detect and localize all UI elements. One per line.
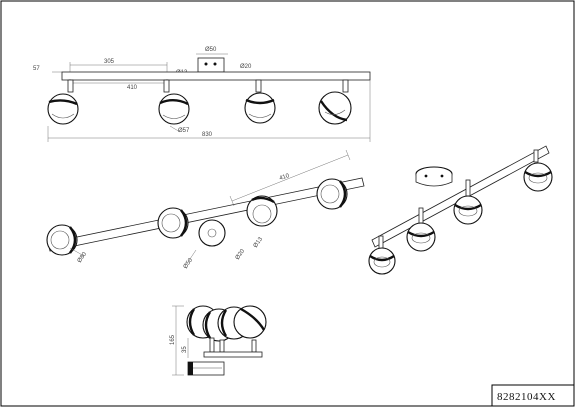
side-view: 165 35	[170, 305, 267, 376]
plan-globe	[246, 195, 278, 227]
front-dim-pitch: 410	[127, 85, 138, 91]
plan-dim-globe-dia: Ø80	[77, 251, 89, 264]
iso-arm	[371, 145, 550, 248]
side-globe	[233, 305, 267, 339]
side-mount-edge	[188, 362, 193, 375]
iso-stem	[533, 149, 539, 163]
iso-globe	[368, 247, 396, 275]
iso-globe	[453, 195, 483, 225]
plan-globe	[46, 224, 78, 256]
front-view: 305 57 Ø50 Ø13 Ø20 410	[33, 47, 371, 142]
side-dim-height: 165	[170, 334, 176, 345]
front-mount-screw	[213, 62, 217, 66]
front-stem	[255, 79, 262, 93]
front-globe	[244, 92, 276, 124]
front-stem	[342, 79, 349, 93]
side-stem	[219, 339, 225, 353]
plan-canopy-hub	[207, 228, 217, 238]
front-globe	[158, 93, 190, 125]
front-dim-total-length: 830	[202, 132, 213, 138]
iso-stem	[465, 179, 471, 197]
front-stem	[67, 79, 74, 93]
front-stem	[163, 79, 170, 93]
front-dim-mount-dia: Ø50	[205, 47, 217, 53]
front-dim-spacing: 305	[104, 59, 115, 65]
side-bar	[203, 351, 263, 358]
side-stem	[251, 339, 257, 353]
plan-view: 410 Ø80 Ø50 Ø20 Ø13	[46, 149, 365, 270]
plan-dim-base-dia: Ø50	[183, 257, 195, 270]
iso-globe	[523, 162, 553, 192]
front-mount-screw	[204, 62, 208, 66]
isometric-view	[368, 145, 553, 275]
front-bar	[61, 71, 371, 81]
plan-globe	[316, 178, 348, 210]
iso-globe	[406, 222, 436, 252]
front-dim-globe-dia: Ø57	[178, 128, 190, 134]
plan-dim-pitch: 410	[279, 173, 291, 182]
front-mount-block	[197, 57, 225, 73]
plan-dim-stem-dia-a: Ø20	[235, 248, 247, 261]
plan-globe	[157, 207, 189, 239]
plan-dim-stem-dia-b: Ø13	[253, 236, 265, 249]
side-stem	[209, 337, 215, 353]
model-code-box	[491, 384, 575, 407]
iso-stem	[418, 207, 424, 225]
front-dim-height: 57	[33, 66, 40, 72]
side-mount-block	[187, 361, 225, 376]
front-globe	[47, 93, 79, 125]
front-dim-rod-dia: Ø20	[240, 64, 252, 70]
front-globe	[318, 91, 352, 125]
side-dim-depth: 35	[182, 346, 188, 353]
iso-canopy-side	[415, 174, 453, 187]
plan-canopy	[198, 219, 226, 247]
model-code: 8282104XX	[497, 391, 556, 403]
